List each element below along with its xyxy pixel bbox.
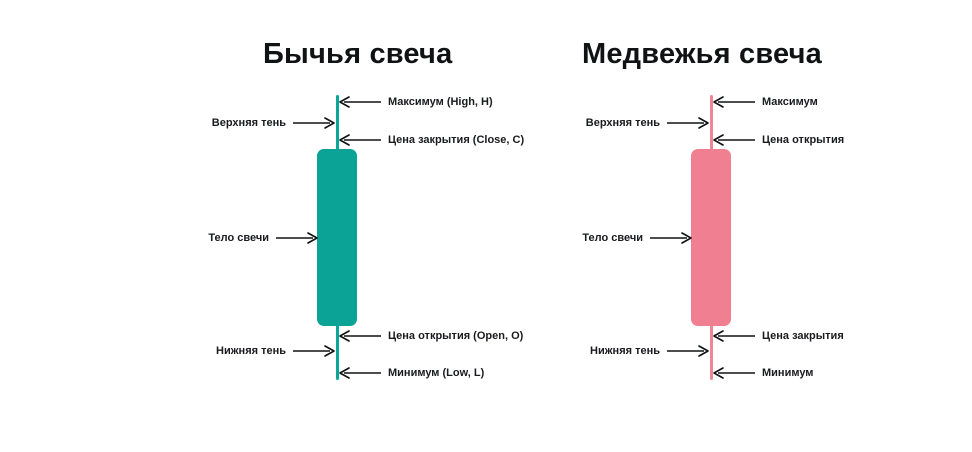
arrow-left-bullish-high <box>338 96 382 108</box>
arrow-left-bearish-open <box>712 134 756 146</box>
label-bearish-close: Цена закрытия <box>762 330 844 342</box>
label-bullish-high: Максимум (High, H) <box>388 96 493 108</box>
label-bearish-upper-shadow: Верхняя тень <box>585 117 660 129</box>
label-bullish-lower-shadow: Нижняя тень <box>216 345 286 357</box>
arrow-left-bearish-low <box>712 367 756 379</box>
bullish-candle-body <box>317 149 357 326</box>
panel-title-bearish: Медвежья свеча <box>582 38 822 70</box>
arrow-right-bullish-upper-shadow <box>292 117 336 129</box>
label-bearish-lower-shadow: Нижняя тень <box>590 345 660 357</box>
label-bullish-body: Тело свечи <box>208 232 269 244</box>
arrow-right-bearish-body <box>649 232 693 244</box>
label-bearish-open: Цена открытия <box>762 134 845 146</box>
label-bullish-open: Цена открытия (Open, O) <box>388 330 524 342</box>
label-bearish-high: Максимум <box>762 96 818 108</box>
arrow-left-bullish-close <box>338 134 382 146</box>
label-bullish-close: Цена закрытия (Close, C) <box>388 134 525 146</box>
arrow-right-bullish-lower-shadow <box>292 345 336 357</box>
bearish-candle-body <box>691 149 731 326</box>
arrow-left-bullish-open <box>338 330 382 342</box>
arrow-right-bearish-lower-shadow <box>666 345 710 357</box>
arrow-right-bearish-upper-shadow <box>666 117 710 129</box>
arrow-left-bearish-close <box>712 330 756 342</box>
label-bearish-low: Минимум <box>762 367 814 379</box>
label-bullish-low: Минимум (Low, L) <box>388 367 485 379</box>
arrow-left-bearish-high <box>712 96 756 108</box>
label-bearish-body: Тело свечи <box>582 232 643 244</box>
panel-title-bullish: Бычья свеча <box>263 38 453 70</box>
arrow-right-bullish-body <box>275 232 319 244</box>
arrow-left-bullish-low <box>338 367 382 379</box>
label-bullish-upper-shadow: Верхняя тень <box>211 117 286 129</box>
